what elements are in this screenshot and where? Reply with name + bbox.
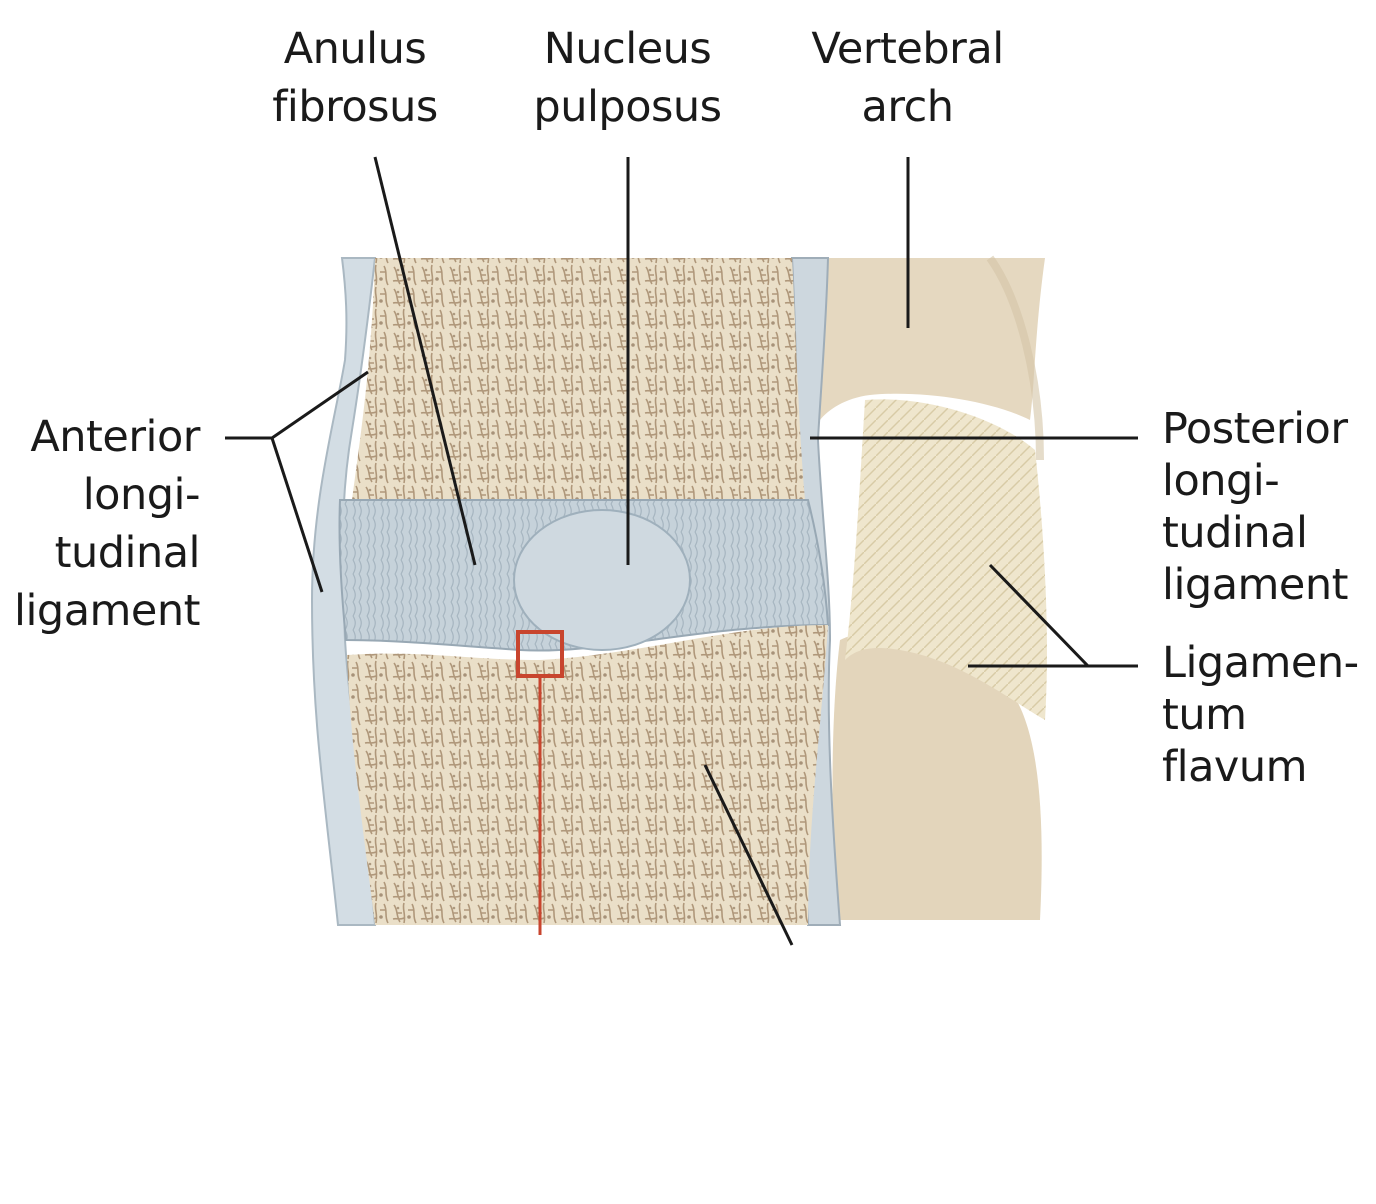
label-posterior-longitudinal-ligament: Posterior longi- tudinal ligament: [1162, 404, 1349, 610]
leader-lines: [225, 156, 1138, 946]
label-ligamentum-flavum: Ligamen- tum flavum: [1162, 638, 1359, 792]
leader-lower-body: [703, 764, 794, 946]
upper-vertebral-body: [352, 258, 805, 500]
label-anulus-fibrosus: Anulus fibrosus: [272, 24, 438, 132]
vertebral-arch: [820, 255, 1045, 920]
nucleus-pulposus: [513, 509, 691, 651]
endplate-highlight: [516, 630, 564, 935]
leader-anulus-fibrosus: [373, 156, 477, 566]
label-vertebral-arch: Vertebral arch: [811, 24, 1004, 132]
lower-vertebral-body: [347, 625, 828, 925]
label-anterior-longitudinal-ligament: Anterior longi- tudinal ligament: [14, 412, 201, 636]
label-nucleus-pulposus: Nucleus pulposus: [533, 24, 722, 132]
ligamentum-flavum: [845, 399, 1047, 720]
leader-anterior-longitudinal-ligament-2: [270, 437, 324, 593]
